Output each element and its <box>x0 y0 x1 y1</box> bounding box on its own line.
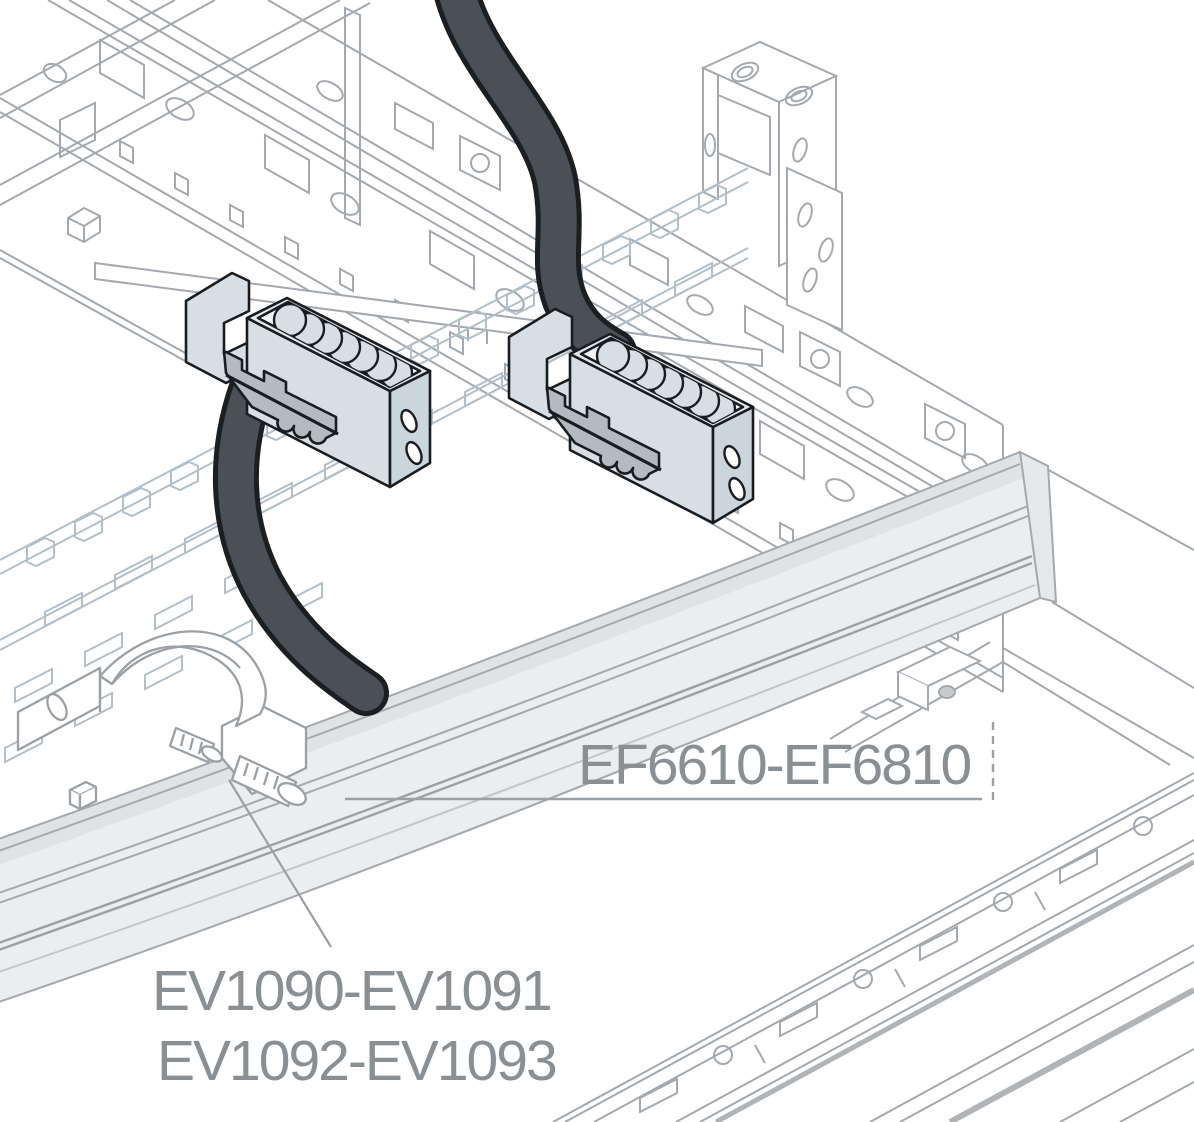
threaded-stud <box>230 754 307 808</box>
threaded-stud-upper <box>168 726 224 764</box>
corner-beams <box>0 0 371 373</box>
punched-strip <box>639 816 1153 1113</box>
label-ef-range: EF6610-EF6810 <box>578 733 972 797</box>
label-ev-range-line2: EV1092-EV1093 <box>157 1029 558 1093</box>
bottom-right-rails <box>552 467 1194 1122</box>
cable-left <box>212 365 389 716</box>
corner-bracket <box>700 40 843 332</box>
cables <box>212 0 637 716</box>
saddle-clamp-ev <box>16 630 308 811</box>
leader-line-ev <box>228 779 332 948</box>
mounting-rail-ef <box>0 450 1058 1003</box>
label-ev-range-line1: EV1090-EV1091 <box>152 959 553 1023</box>
annotation-lines <box>228 722 995 948</box>
hex-bolt <box>67 206 101 244</box>
nut-plates <box>459 135 966 459</box>
cable-right <box>434 0 637 375</box>
